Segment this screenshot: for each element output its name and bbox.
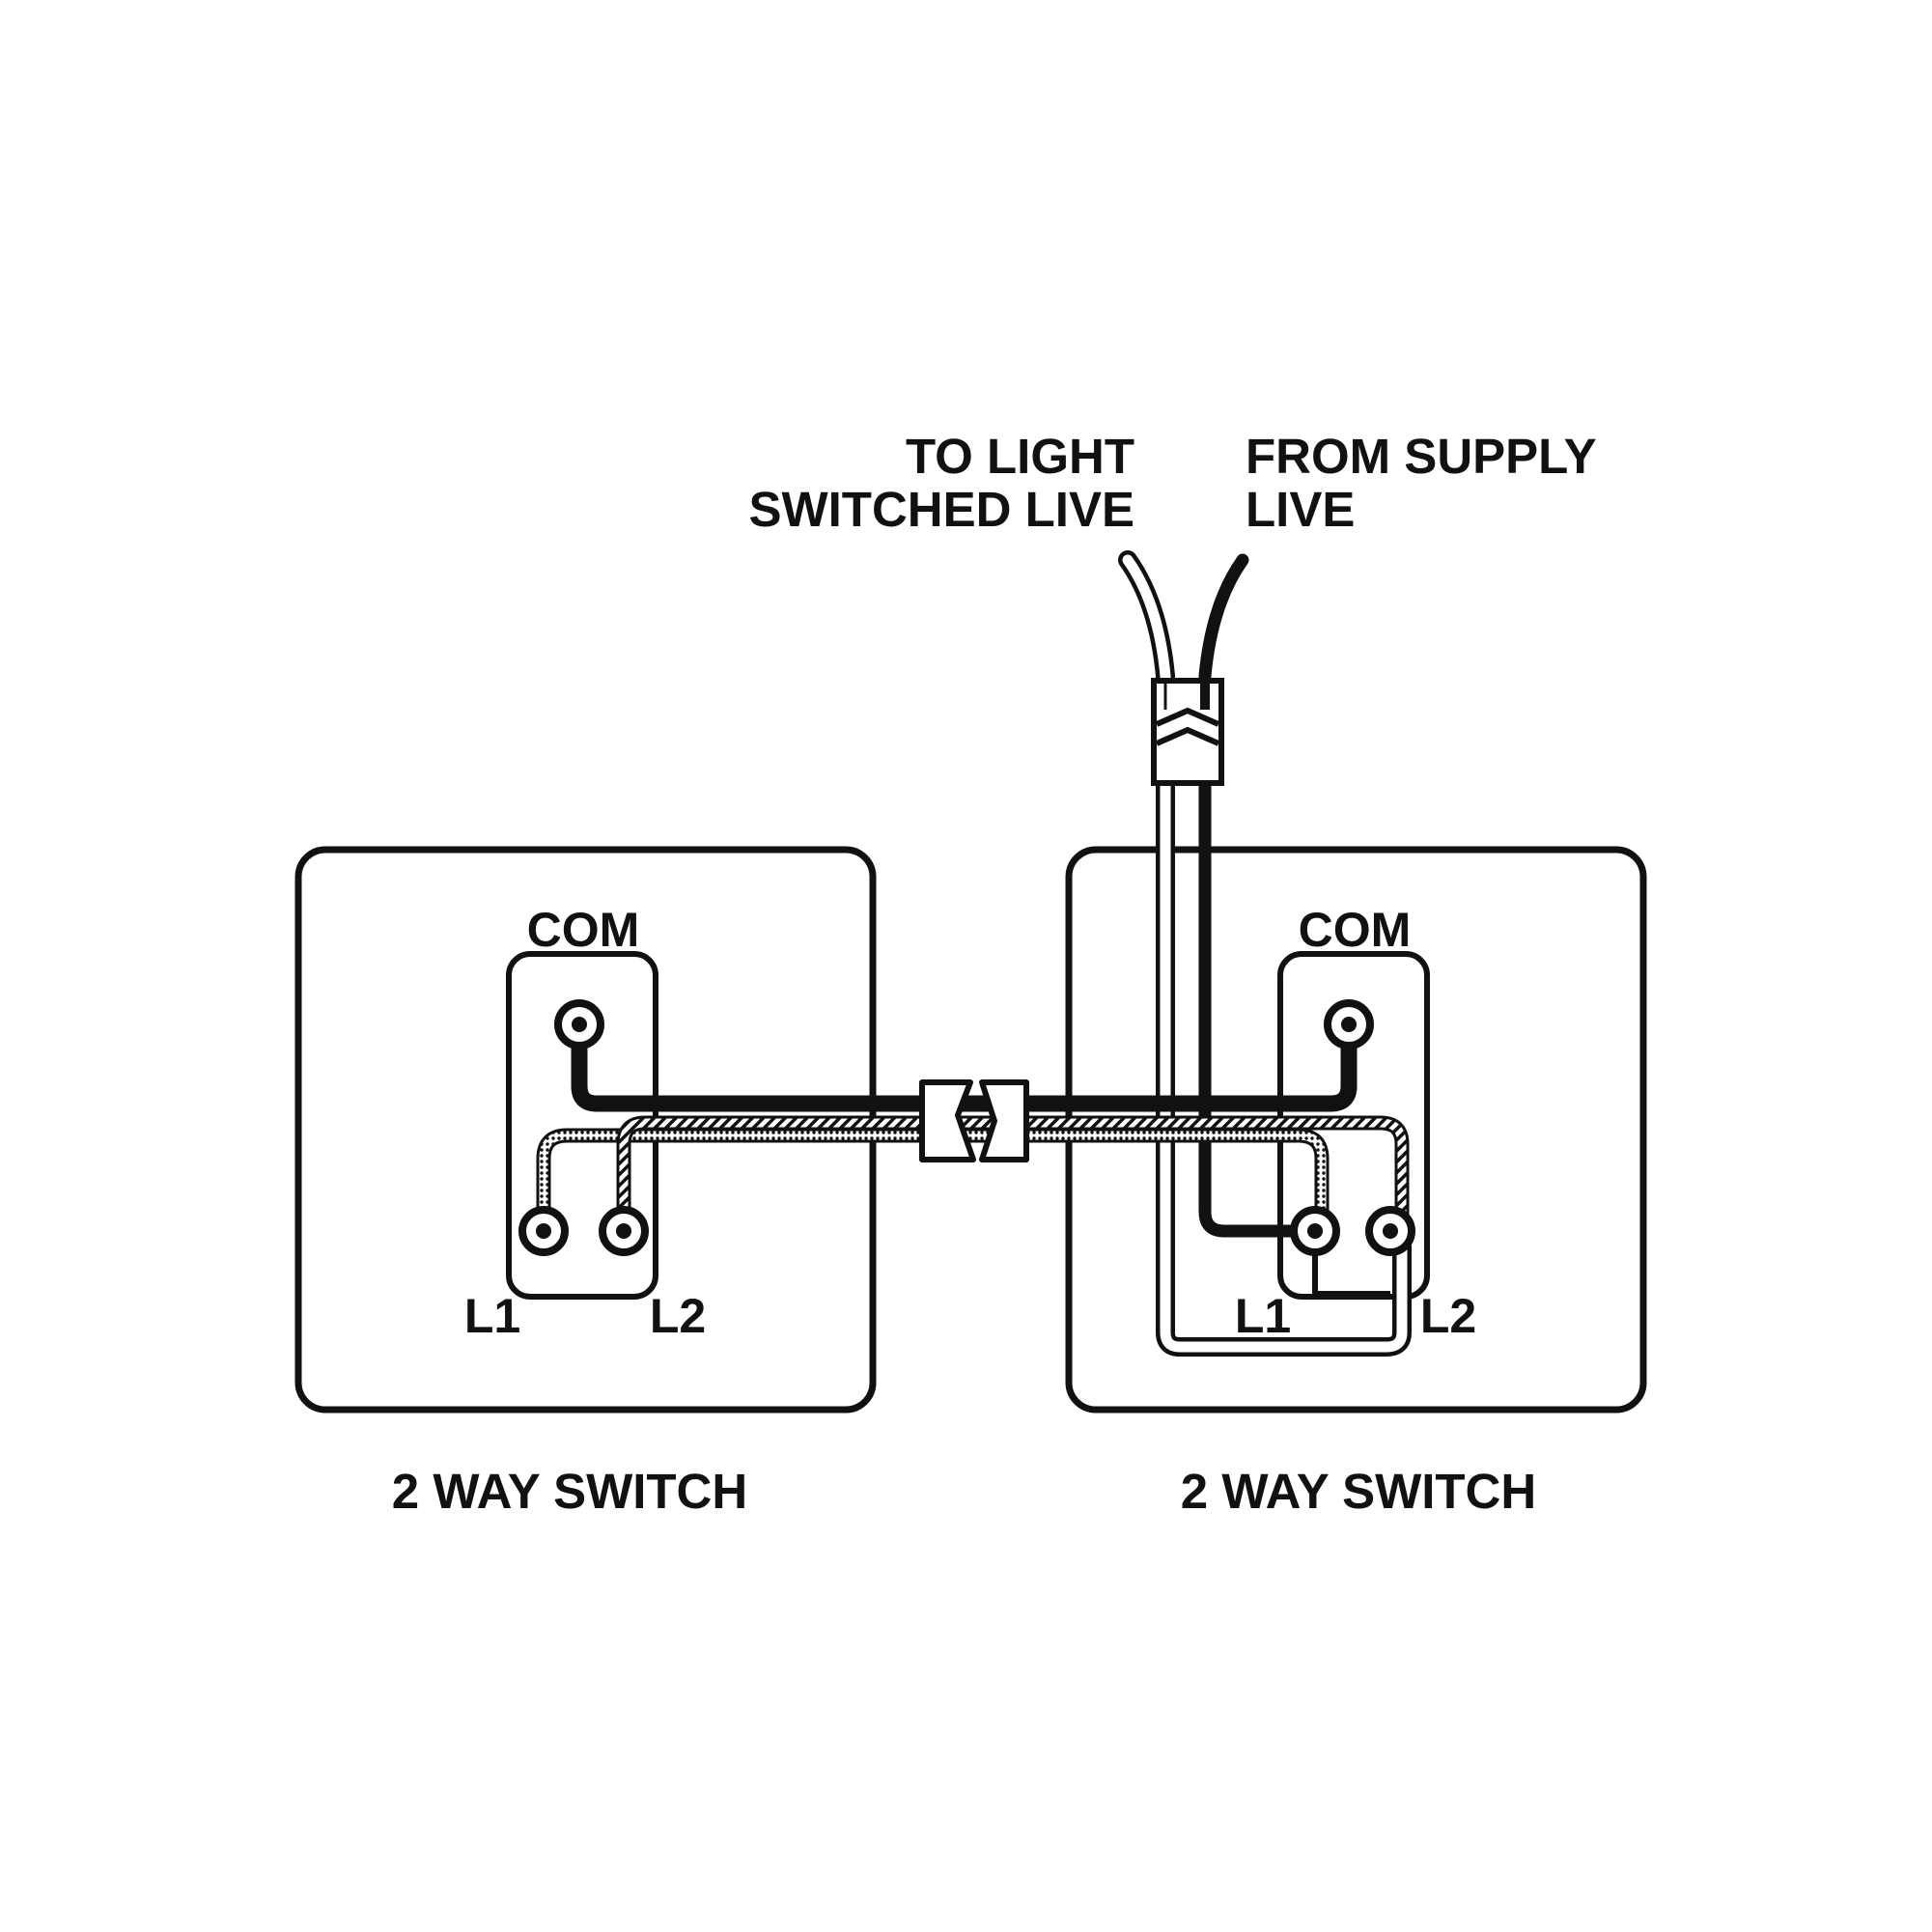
left-switch-caption: 2 WAY SWITCH bbox=[392, 1464, 747, 1519]
loop-link-wire bbox=[1312, 1246, 1390, 1297]
live-label: LIVE bbox=[1246, 482, 1355, 537]
to-light-label: TO LIGHT bbox=[906, 429, 1134, 484]
switched-live-wire bbox=[1118, 550, 1412, 1357]
terminal-screw-icon bbox=[1324, 999, 1374, 1050]
right-com-label: COM bbox=[1299, 903, 1412, 957]
switched-live-label: SWITCHED LIVE bbox=[748, 482, 1134, 537]
terminal-screw-icon bbox=[518, 1206, 569, 1256]
from-supply-label: FROM SUPPLY bbox=[1246, 429, 1597, 484]
terminal-screw-icon bbox=[1290, 1206, 1340, 1256]
left-l2-label: L2 bbox=[650, 1289, 706, 1343]
terminal-screw-icon bbox=[554, 999, 604, 1050]
supply-live-wire bbox=[1198, 553, 1322, 1238]
cable-clamp-icon bbox=[919, 1079, 1029, 1162]
left-com-label: COM bbox=[527, 903, 640, 957]
left-l1-label: L1 bbox=[464, 1289, 520, 1343]
terminal-screw-icon bbox=[1365, 1206, 1415, 1256]
right-l2-label: L2 bbox=[1420, 1289, 1476, 1343]
right-l1-label: L1 bbox=[1235, 1289, 1291, 1343]
right-switch-caption: 2 WAY SWITCH bbox=[1181, 1464, 1536, 1519]
cable-clamp-icon bbox=[1151, 678, 1224, 786]
terminal-screw-icon bbox=[599, 1206, 649, 1256]
